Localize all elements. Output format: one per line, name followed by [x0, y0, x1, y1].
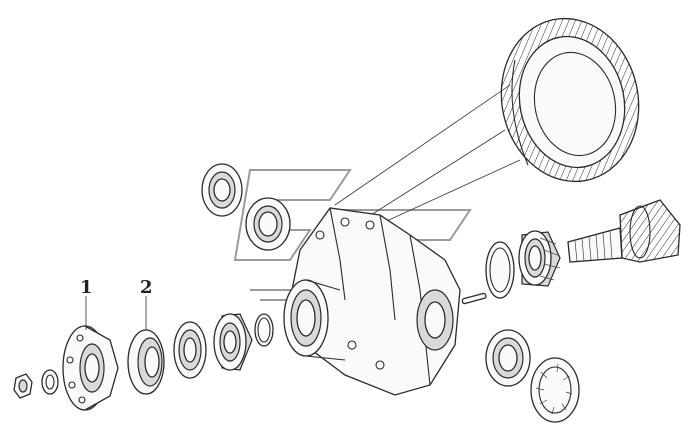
callout-label-1: 1 — [80, 277, 93, 298]
right-shim — [485, 241, 515, 299]
output-flange — [62, 325, 119, 411]
upper-bearing-cup — [245, 197, 291, 251]
snap-ring — [254, 313, 274, 347]
flange-nut — [13, 373, 33, 399]
lower-right-bearing — [485, 329, 531, 387]
flange-washer — [41, 369, 59, 395]
small-pin — [461, 292, 487, 305]
tapered-roller-bearing — [213, 313, 253, 371]
roller-cage — [530, 357, 580, 423]
upper-bearing — [201, 163, 243, 217]
oil-seal — [127, 329, 165, 395]
callout-label-2: 2 — [140, 277, 153, 298]
right-tapered-bearing — [518, 230, 561, 287]
ring-gear — [500, 17, 640, 183]
drive-pinion — [567, 199, 681, 263]
housing-bearing-hub — [283, 279, 346, 361]
bearing-cup — [173, 321, 207, 379]
